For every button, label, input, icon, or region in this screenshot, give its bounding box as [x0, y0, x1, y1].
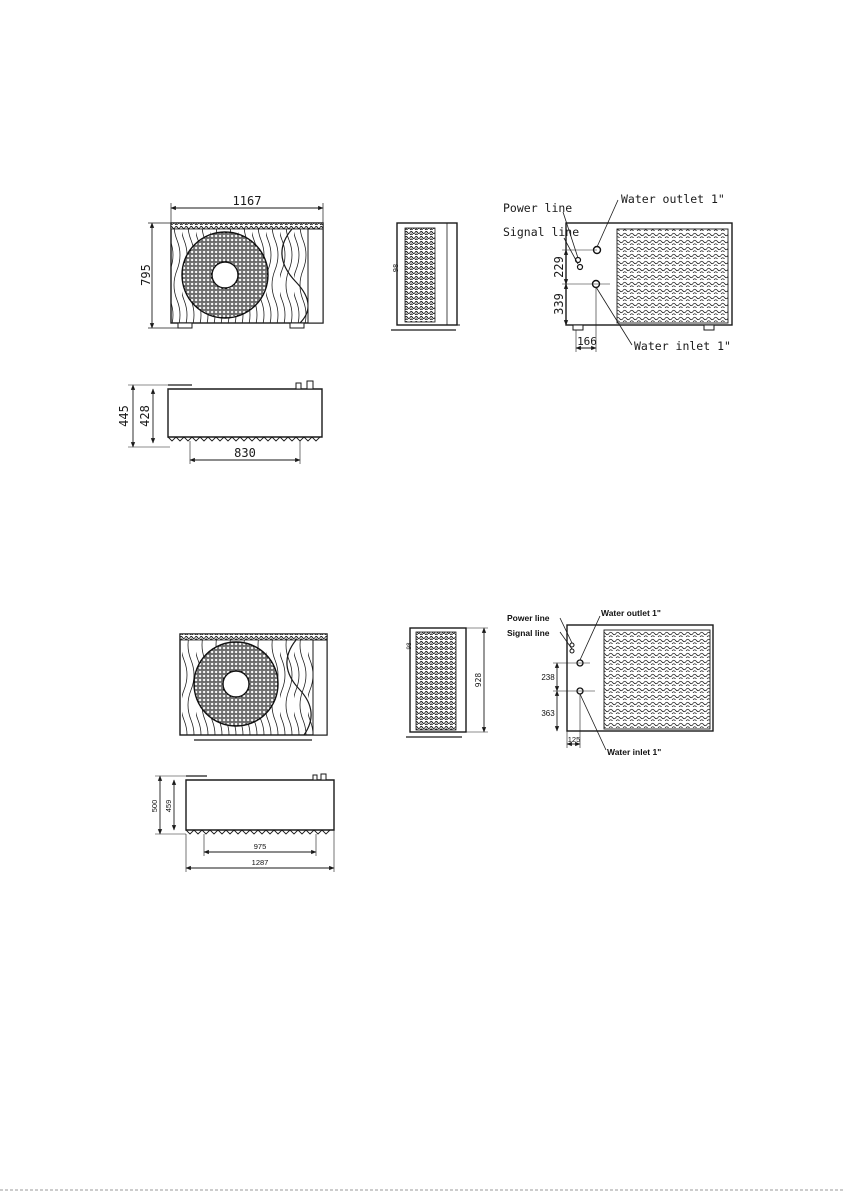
- water-inlet-label: Water inlet 1": [634, 339, 731, 353]
- top-depth-inner-dimension: 428: [138, 405, 152, 427]
- back-offset-dimension: 125: [568, 735, 581, 744]
- water-outlet-label: Water outlet 1": [621, 192, 725, 206]
- signal-line-label: Signal line: [507, 628, 550, 638]
- back-offset-dimension: 166: [577, 335, 597, 348]
- drawing1-front-view: 1167 795: [139, 194, 323, 328]
- power-line-label: Power line: [507, 613, 550, 623]
- drawing2-top-view: 500 459 975 1287: [150, 774, 334, 872]
- top-depth-inner-dimension: 459: [164, 800, 173, 813]
- top-depth-outer-dimension: 500: [150, 800, 159, 813]
- drawing2-back-view: Power line Signal line Water outlet 1" W…: [507, 608, 713, 757]
- top-depth-outer-dimension: 445: [117, 405, 131, 427]
- power-line-label: Power line: [503, 201, 572, 215]
- side-height-dimension: 928: [474, 673, 483, 688]
- top-feet-span-dimension: 975: [254, 842, 267, 851]
- back-lower-dimension: 339: [552, 293, 566, 315]
- drawing1-top-view: 445 428 830: [117, 381, 322, 464]
- back-upper-dimension: 229: [552, 256, 566, 278]
- back-upper-dimension: 238: [541, 673, 555, 682]
- drawing2-front-view: [180, 634, 327, 740]
- drawing1-back-view: Power line Signal line Water outlet 1" W…: [503, 192, 732, 353]
- water-inlet-label: Water inlet 1": [607, 747, 661, 757]
- signal-line-label: Signal line: [503, 225, 579, 239]
- back-lower-dimension: 363: [541, 709, 555, 718]
- top-feet-span-dimension: 830: [234, 446, 256, 460]
- drawing2-side-view: 928 98: [406, 628, 488, 737]
- water-outlet-label: Water outlet 1": [601, 608, 661, 618]
- front-width-dimension: 1167: [233, 194, 262, 208]
- drawing1-side-view: 98: [391, 223, 460, 330]
- side-small-label: 98: [392, 264, 400, 272]
- top-width-total-dimension: 1287: [252, 858, 269, 867]
- front-height-dimension: 795: [139, 264, 153, 286]
- side-small-label: 98: [406, 642, 413, 650]
